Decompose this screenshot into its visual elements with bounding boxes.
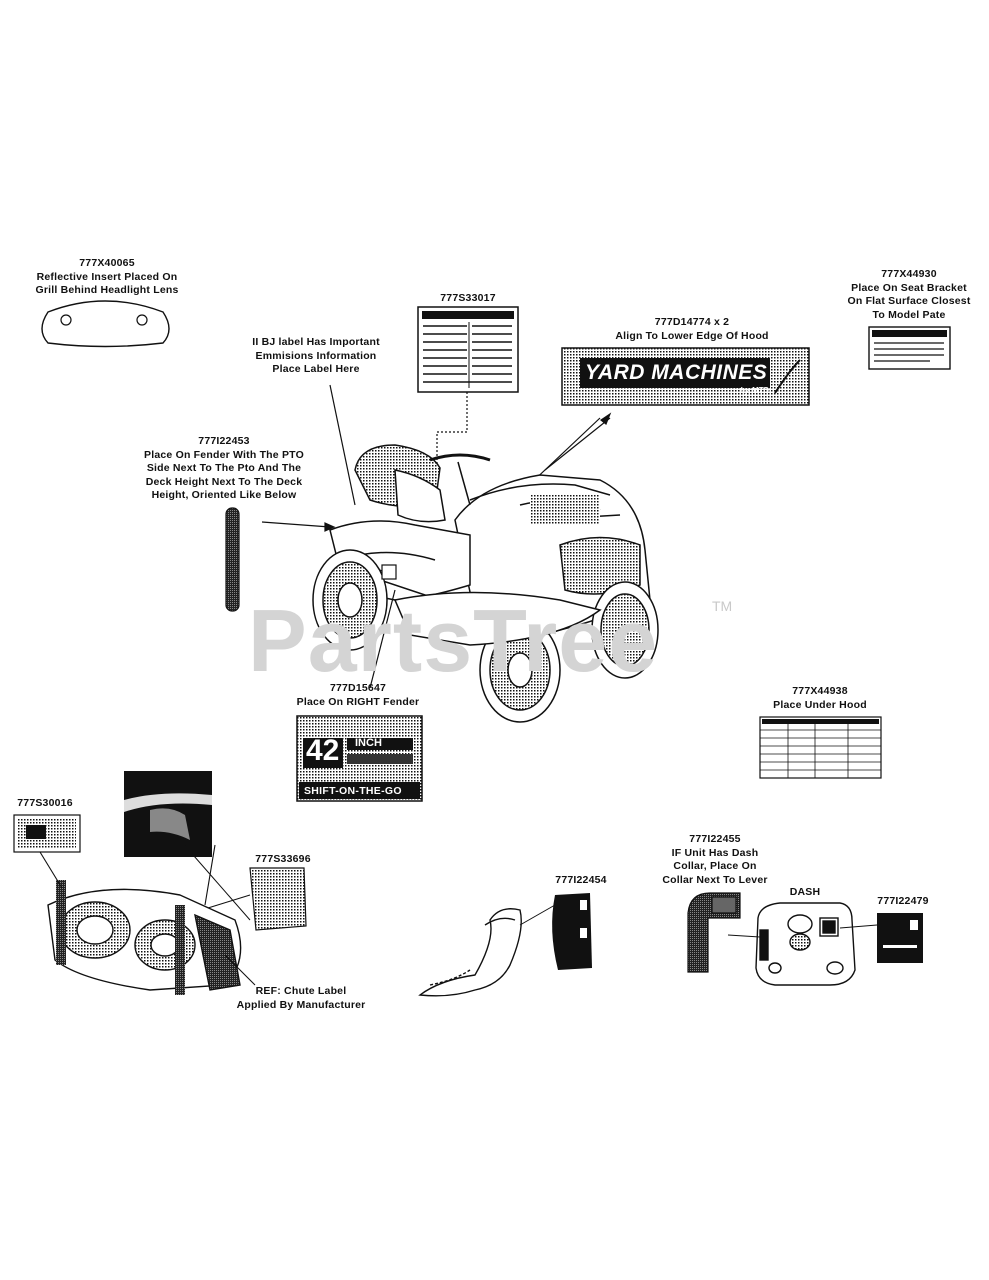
callout-line: Place Under Hood <box>773 698 867 711</box>
part-number: 777S30016 <box>17 797 73 809</box>
fender-bracket-drawing <box>418 908 522 997</box>
callout-line: DASH <box>789 886 821 898</box>
pto-deck-height-strip-decal <box>225 507 240 612</box>
callout-line: On Flat Surface Closest <box>847 295 971 307</box>
emissions-label-decal <box>417 306 519 393</box>
callout-777s33017: 777S33017 <box>420 292 516 306</box>
callout-line: IF Unit Has Dash <box>671 846 759 859</box>
tractor-leaders <box>261 384 397 689</box>
dash-label-decal <box>877 913 923 963</box>
callout-dash: DASH <box>780 886 830 900</box>
callout-line: Side Next To The Pto And The <box>146 462 302 474</box>
callout-line: Reflective Insert Placed On <box>36 270 178 283</box>
dash-panel-drawing <box>755 902 856 986</box>
callout-line: Applied By Manufacturer <box>236 998 366 1011</box>
part-number: 777I22455 <box>689 833 741 845</box>
callout-line: REF: Chute Label <box>255 985 347 997</box>
collar-leader <box>727 934 761 938</box>
callout-line: Height, Oriented Like Below <box>151 489 297 501</box>
trademark-symbol: TM <box>712 598 733 614</box>
callout-777s30016: 777S30016 <box>10 797 80 811</box>
part-number: 777I22454 <box>555 874 607 886</box>
under-hood-spec-table-decal <box>759 716 882 779</box>
callout-777d14774: 777D14774 x 2 Align To Lower Edge Of Hoo… <box>592 316 792 343</box>
callout-line: Collar Next To Lever <box>662 873 768 886</box>
callout-777x40065: 777X40065 Reflective Insert Placed On Gr… <box>28 257 186 298</box>
callout-ii-bj: II BJ label Has Important Emmisions Info… <box>236 336 396 377</box>
callout-line: Place Label Here <box>272 363 360 375</box>
callout-line: Deck Height Next To The Deck <box>145 475 303 488</box>
yard-machines-brand-text: YARD MACHINES <box>585 361 768 384</box>
part-number: 777X40065 <box>79 257 135 269</box>
callout-line: Place On Fender With The PTO <box>144 448 304 461</box>
callout-line: Align To Lower Edge Of Hood <box>615 329 769 342</box>
chute-warning-label-decal <box>249 867 307 931</box>
part-number: 777S33696 <box>255 853 311 865</box>
callout-777x44930: 777X44930 Place On Seat Bracket On Flat … <box>834 268 984 322</box>
deck-leaders <box>39 844 256 986</box>
callout-line: Place On Seat Bracket <box>851 281 967 294</box>
callout-line: Collar, Place On <box>673 860 757 872</box>
callout-777i22454: 777I22454 <box>546 874 616 888</box>
callout-line: Emmisions Information <box>255 349 377 362</box>
fender-strip-decal <box>552 893 592 970</box>
part-number: 777S33017 <box>440 292 496 304</box>
callout-777d15647: 777D15647 Place On RIGHT Fender <box>283 682 433 709</box>
i22479-leader <box>839 924 878 929</box>
mower-deck-drawing <box>47 880 242 995</box>
callout-line: II BJ label Has Important <box>252 336 380 348</box>
yard-machines-sub-text: by MTD <box>740 386 769 395</box>
part-number: 777X44930 <box>881 268 937 280</box>
part-number: 777D15647 <box>329 682 387 694</box>
deck-42-number: 42 <box>306 734 340 767</box>
part-number: 777I22479 <box>877 895 929 907</box>
dash-collar-decal <box>687 892 741 973</box>
i22454-leader <box>519 904 556 926</box>
deck-42-unit: INCH <box>355 737 382 749</box>
callout-ref-chute: REF: Chute Label Applied By Manufacturer <box>226 985 376 1012</box>
42-inch-fender-decal <box>296 715 423 802</box>
inset-leader <box>179 839 251 921</box>
deck-warning-label-decal <box>13 814 81 853</box>
chute-detail-inset <box>124 771 212 857</box>
callout-777s33696: 777S33696 <box>248 853 318 867</box>
watermark: PartsTree <box>248 591 659 690</box>
reflective-insert-decal <box>41 300 170 348</box>
lawn-tractor-drawing <box>312 444 659 723</box>
part-number: 777X44938 <box>792 685 848 697</box>
model-plate-decal <box>868 326 951 370</box>
callout-777x44938: 777X44938 Place Under Hood <box>760 685 880 712</box>
part-number: 777I22453 <box>198 435 250 447</box>
part-number: 777D14774 x 2 <box>654 316 730 328</box>
callout-777i22453: 777I22453 Place On Fender With The PTO S… <box>134 435 314 503</box>
callout-line: Place On RIGHT Fender <box>296 695 420 708</box>
callout-777i22455: 777I22455 IF Unit Has Dash Collar, Place… <box>650 833 780 887</box>
yard-machines-hood-decal <box>561 347 810 406</box>
deck-42-sub: SHIFT-ON-THE-GO <box>304 785 402 797</box>
callout-777i22479: 777I22479 <box>868 895 938 909</box>
callout-line: Grill Behind Headlight Lens <box>35 284 179 296</box>
callout-line: To Model Pate <box>872 308 946 321</box>
